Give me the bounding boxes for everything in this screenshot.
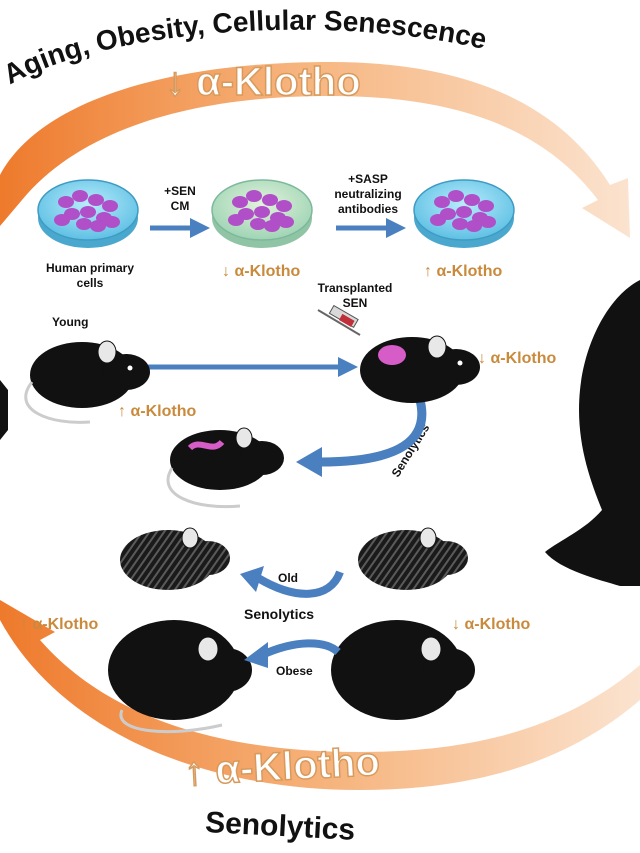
- recipient-klotho-label: ↓ α-Klotho: [478, 350, 556, 367]
- cell: [254, 206, 270, 218]
- human-silhouette: [545, 280, 640, 586]
- step-2-label-line2: neutralizing: [334, 187, 401, 201]
- cell: [448, 190, 464, 202]
- cell: [102, 200, 118, 212]
- cell: [232, 196, 248, 208]
- cell: [58, 196, 74, 208]
- dish-3-cells: [430, 190, 496, 232]
- left-klotho-label: ↑ α-Klotho: [20, 616, 98, 633]
- step-2-label-line1: +SASP: [348, 172, 388, 186]
- obese-label: Obese: [276, 664, 313, 678]
- dish-1-label-line2: cells: [77, 276, 104, 290]
- cell: [88, 194, 104, 206]
- dish-1-label-line1: Human primary: [46, 261, 134, 275]
- top-cycle-arrow: [0, 62, 630, 238]
- transplanted-label-line1: Transplanted: [318, 281, 393, 295]
- cell: [480, 216, 496, 228]
- old-arrowhead: [240, 566, 264, 592]
- cell: [76, 218, 92, 230]
- cell: [104, 216, 120, 228]
- mouse-treated: [166, 427, 284, 509]
- cell: [434, 196, 450, 208]
- mouse-obese-left: [108, 620, 252, 734]
- mouse-obese-right: [331, 620, 475, 720]
- cell: [228, 214, 244, 226]
- cell: [262, 194, 278, 206]
- cell: [90, 220, 106, 232]
- obese-curved-arrow: [260, 639, 341, 659]
- mouse-old-right: [358, 527, 468, 590]
- cell: [276, 200, 292, 212]
- dish-3: [413, 179, 515, 248]
- step-2-label-line3: antibodies: [338, 202, 398, 216]
- mouse-recipient: [360, 335, 480, 403]
- obese-arrowhead: [244, 642, 268, 668]
- dish-1-cells: [54, 190, 120, 232]
- dish-2-cells: [228, 190, 294, 232]
- cell: [464, 194, 480, 206]
- step-1-label-line1: +SEN: [164, 184, 196, 198]
- step-1-label-line2: CM: [171, 199, 190, 213]
- dish-2: [211, 179, 313, 248]
- bottom-title: Senolytics: [204, 806, 356, 847]
- cell: [456, 206, 472, 218]
- cell: [72, 190, 88, 202]
- young-label: Young: [52, 315, 88, 329]
- bottom-cycle-arrow: [0, 600, 640, 790]
- cell: [478, 200, 494, 212]
- cell: [246, 190, 262, 202]
- mouse-young: [24, 340, 150, 424]
- transplanted-label-line2: SEN: [343, 296, 368, 310]
- senolytics-arrowhead: [296, 447, 322, 477]
- right-klotho-label: ↓ α-Klotho: [452, 616, 530, 633]
- dish-1: [37, 179, 139, 248]
- dish-3-klotho-label: ↑ α-Klotho: [424, 263, 502, 280]
- syringe-icon: [317, 304, 361, 336]
- senolytics-middle-label: Senolytics: [244, 606, 314, 622]
- dish-2-klotho-label: ↓ α-Klotho: [222, 263, 300, 280]
- senolytics-curved-arrow: [319, 398, 427, 467]
- cell: [250, 218, 266, 230]
- cell: [430, 214, 446, 226]
- cell: [54, 214, 70, 226]
- cell: [80, 206, 96, 218]
- left-edge-silhouette: [0, 380, 8, 440]
- cell: [278, 216, 294, 228]
- top-klotho-label: ↓ α-Klotho: [165, 60, 361, 104]
- young-klotho-label: ↑ α-Klotho: [118, 403, 196, 420]
- mouse-old-left: [120, 527, 230, 590]
- cell: [452, 218, 468, 230]
- cell: [264, 220, 280, 232]
- cell: [466, 220, 482, 232]
- old-label: Old: [278, 571, 298, 585]
- old-curved-arrow: [255, 570, 344, 598]
